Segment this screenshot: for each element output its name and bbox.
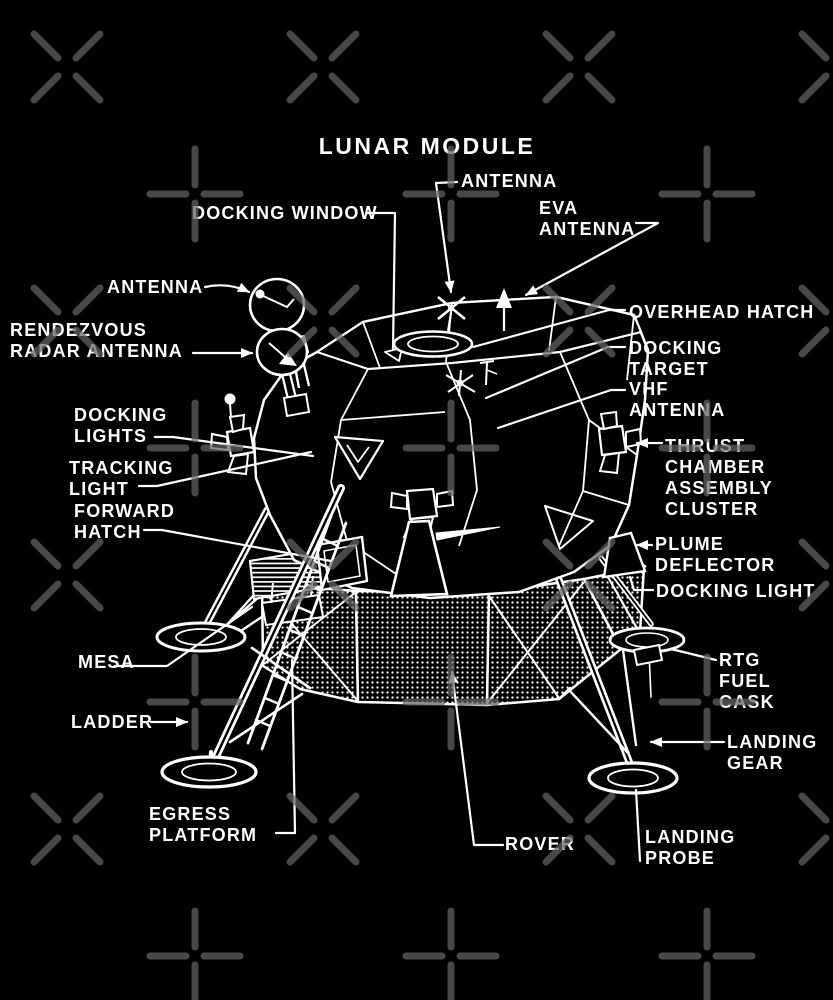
eva-antenna-shape	[496, 288, 512, 331]
label-docking-lights: DOCKING LIGHTS	[74, 405, 168, 446]
label-plume-deflector: PLUME DEFLECTOR	[655, 534, 776, 575]
label-mesa: MESA	[78, 652, 135, 672]
label-antenna-left: ANTENNA	[107, 277, 204, 297]
triangular-window	[333, 435, 385, 481]
plume-deflector-front	[389, 519, 449, 598]
leader-vhf-antenna	[496, 388, 627, 430]
docking-window-shape	[384, 347, 403, 362]
docking-target-shape	[445, 369, 476, 397]
label-docking-light: DOCKING LIGHT	[656, 581, 816, 601]
leader-rtg-fuel-cask	[669, 647, 718, 662]
leader-eva-antenna	[524, 221, 660, 297]
docking-light-lamp	[224, 393, 236, 405]
leader-docking-light	[628, 575, 655, 592]
label-rendezvous-radar: RENDEZVOUS RADAR ANTENNA	[10, 320, 183, 361]
footpad-rear-left	[155, 621, 247, 653]
footpad-right	[587, 761, 679, 795]
leader-antenna-left	[203, 282, 251, 294]
footpad-front	[160, 755, 258, 789]
landing-gear-rear-left	[155, 506, 277, 653]
label-overhead-hatch: OVERHEAD HATCH	[629, 302, 815, 322]
inflight-antenna-shape	[437, 295, 466, 332]
docking-light-boom	[229, 403, 232, 418]
side-triangle-marking	[544, 505, 594, 550]
leader-antenna-top	[434, 180, 459, 294]
label-rtg-fuel-cask: RTG FUEL CASK	[719, 650, 775, 712]
label-thrust-chamber: THRUST CHAMBER ASSEMBLY CLUSTER	[665, 436, 773, 519]
label-docking-window: DOCKING WINDOW	[192, 203, 378, 223]
page-title: LUNAR MODULE	[318, 133, 536, 159]
label-rover: ROVER	[505, 834, 576, 854]
label-docking-target: DOCKING TARGET	[629, 338, 723, 379]
vhf-antenna-shape	[479, 360, 498, 386]
overhead-hatch-shape	[392, 330, 474, 358]
label-egress-platform: EGRESS PLATFORM	[149, 804, 258, 845]
label-forward-hatch: FORWARD HATCH	[74, 501, 176, 542]
label-tracking-light: TRACKING LIGHT	[69, 458, 174, 499]
rendezvous-radar-antenna-shape	[255, 327, 311, 418]
label-ladder: LADDER	[71, 712, 154, 732]
label-landing-gear: LANDING GEAR	[727, 732, 818, 773]
label-eva-antenna: EVA ANTENNA	[539, 198, 636, 239]
label-vhf-antenna: VHF ANTENNA	[629, 379, 726, 420]
rcs-quad-left	[209, 393, 256, 476]
rcs-quad-right	[597, 410, 643, 475]
label-antenna-top: ANTENNA	[461, 171, 558, 191]
label-landing-probe: LANDING PROBE	[645, 827, 736, 868]
leader-forward-hatch	[142, 528, 333, 563]
leader-docking-window	[365, 211, 397, 351]
leader-landing-probe	[634, 788, 642, 863]
plume-deflector-right	[602, 531, 647, 579]
